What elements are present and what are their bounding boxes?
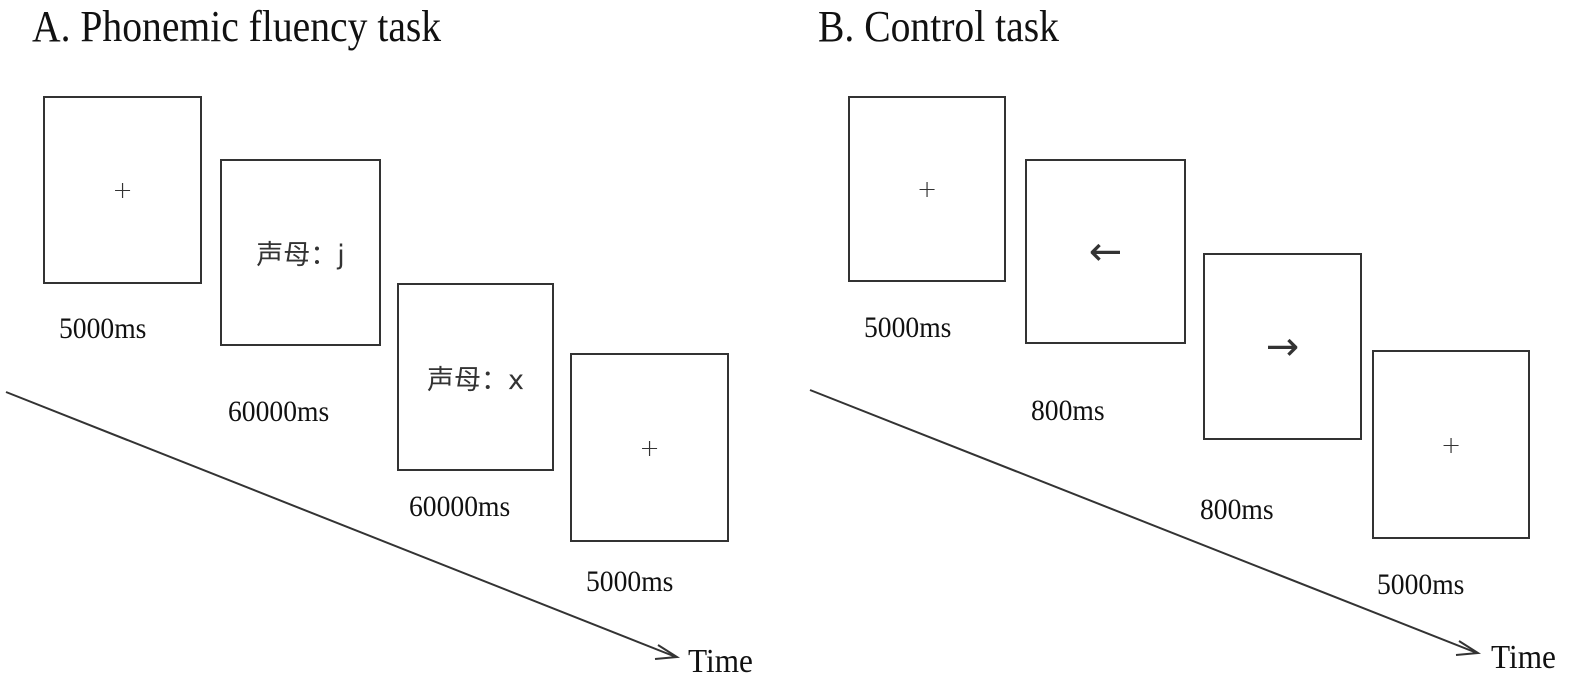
fixation-cross: + — [639, 433, 660, 462]
screen-b-1: + — [848, 96, 1006, 282]
screen-b-2: ← — [1025, 159, 1186, 344]
duration-b-4: 5000ms — [1377, 568, 1465, 601]
panel-b-title: B. Control task — [818, 2, 1059, 51]
fixation-cross: + — [112, 176, 133, 204]
left-arrow-icon: ← — [1088, 228, 1123, 275]
fixation-cross: + — [1440, 430, 1462, 459]
duration-a-1: 5000ms — [59, 312, 147, 345]
duration-a-2: 60000ms — [228, 395, 330, 428]
stimulus-cue-j: 声母：j — [256, 240, 345, 271]
screen-a-2: 声母：j — [220, 159, 381, 346]
duration-a-4: 5000ms — [586, 565, 674, 598]
duration-b-1: 5000ms — [864, 311, 952, 344]
panel-a-title: A. Phonemic fluency task — [32, 2, 442, 51]
screen-a-3: 声母：x — [397, 283, 554, 471]
screen-a-4: + — [570, 353, 729, 542]
duration-b-3: 800ms — [1200, 493, 1274, 526]
duration-a-3: 60000ms — [409, 490, 511, 523]
time-label-b: Time — [1491, 639, 1556, 676]
time-axis-b — [809, 389, 1482, 656]
right-arrow-icon: → — [1265, 323, 1300, 370]
fixation-cross: + — [916, 175, 938, 203]
time-axis-a — [5, 391, 681, 660]
screen-b-4: + — [1372, 350, 1530, 539]
screen-a-1: + — [43, 96, 202, 284]
screen-b-3: → — [1203, 253, 1362, 440]
stimulus-cue-x: 声母：x — [427, 364, 524, 396]
duration-b-2: 800ms — [1031, 394, 1105, 427]
time-label-a: Time — [688, 643, 753, 680]
